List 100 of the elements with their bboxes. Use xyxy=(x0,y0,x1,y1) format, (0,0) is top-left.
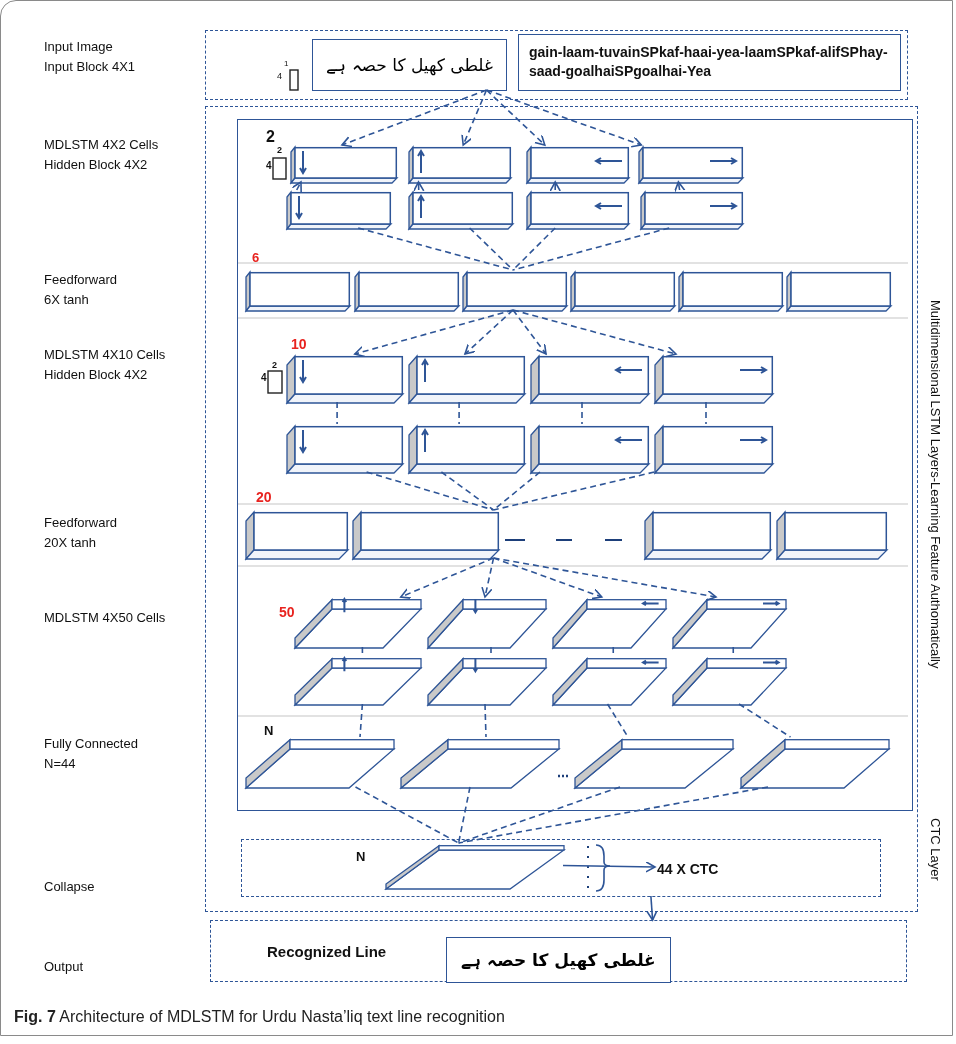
cuboid-drawing xyxy=(352,512,500,560)
slab-drawing xyxy=(740,739,890,789)
layer-frame xyxy=(237,119,913,811)
cuboid-drawing xyxy=(530,356,650,404)
layer-label: Hidden Block 4X2 xyxy=(44,158,148,173)
layer-size-number: 6 xyxy=(252,251,260,266)
dimension-number: 1 xyxy=(284,60,289,69)
arrow xyxy=(549,181,561,192)
cuboid-drawing xyxy=(654,426,774,474)
arrow xyxy=(485,89,643,148)
arrow xyxy=(354,309,514,358)
layer-label: Feedforward xyxy=(44,273,117,288)
arrow xyxy=(464,309,514,355)
connector-line xyxy=(336,401,338,425)
cuboid-drawing xyxy=(678,272,784,312)
arrow xyxy=(400,557,495,599)
arrow xyxy=(481,557,495,598)
connector-line xyxy=(457,786,471,844)
arrow xyxy=(646,895,658,921)
cuboid-drawing xyxy=(526,192,630,230)
slab-drawing xyxy=(672,658,787,706)
cuboid-drawing xyxy=(408,356,526,404)
cuboid-drawing xyxy=(408,147,512,184)
dimension-number: 2 xyxy=(277,146,282,156)
arrow xyxy=(492,557,603,600)
cuboid-drawing xyxy=(286,356,404,404)
slab-drawing xyxy=(427,658,547,706)
cuboid-drawing xyxy=(640,192,744,230)
connector-line xyxy=(738,703,792,738)
text-panel xyxy=(518,34,901,91)
arrow xyxy=(341,89,488,148)
cuboid-drawing xyxy=(570,272,676,312)
transliteration-text: gain-laam-tuvainSPkaf-haai-yea-laamSPkaf-alifSPhay-saad-goalhaiSPgoalhai-Yea xyxy=(529,43,889,81)
layer-label: 6X tanh xyxy=(44,293,89,308)
dashed-panel xyxy=(205,106,918,912)
connector-line xyxy=(705,401,707,425)
urdu-text: غلطی کھیل کا حصہ ہے xyxy=(325,55,494,75)
connector-line xyxy=(457,786,769,844)
connector-line xyxy=(354,786,460,844)
slab-drawing xyxy=(574,739,734,789)
layer-label: Input Block 4X1 xyxy=(44,60,136,75)
cuboid-drawing xyxy=(526,147,630,184)
layer-label: MDLSTM 4X2 Cells xyxy=(44,138,159,153)
cuboid-drawing xyxy=(638,147,744,184)
slab-drawing xyxy=(294,658,422,706)
connector-line xyxy=(365,471,495,511)
side-label: CTC Layer xyxy=(928,818,943,881)
output-size-text: 44 X CTC xyxy=(657,857,757,881)
cuboid-drawing xyxy=(408,426,526,474)
dashed-panel xyxy=(210,920,907,982)
connector-line xyxy=(492,471,656,511)
layer-label: Output xyxy=(44,960,84,975)
layer-label: N xyxy=(356,850,366,865)
arrow xyxy=(485,89,546,146)
layer-label: MDLSTM 4X10 Cells xyxy=(44,348,166,363)
arrow xyxy=(492,557,717,602)
connector-line xyxy=(512,227,670,271)
dimension-number: 4 xyxy=(261,372,267,383)
connector-line xyxy=(512,227,556,271)
cuboid-drawing xyxy=(462,272,568,312)
arrow xyxy=(412,181,425,192)
slab-drawing xyxy=(672,599,787,649)
arrow xyxy=(512,309,547,355)
layer-label: MDLSTM 4X50 Cells xyxy=(44,611,166,626)
layer-label: N xyxy=(264,724,274,739)
slab-drawing xyxy=(552,599,667,649)
cuboid-drawing xyxy=(290,147,398,184)
layer-size-number: 50 xyxy=(279,605,295,621)
layer-label: Collapse xyxy=(44,880,95,895)
slab-drawing xyxy=(385,845,565,890)
cuboid-drawing xyxy=(654,356,774,404)
text-panel xyxy=(446,937,671,983)
connector-line xyxy=(484,703,487,738)
connector-line xyxy=(357,227,514,271)
slab-drawing xyxy=(294,599,422,649)
connector-line xyxy=(359,703,364,738)
connector-line xyxy=(440,471,495,511)
dashed-panel xyxy=(241,839,881,897)
urdu-text: غلطی کھیل کا حصہ ہے xyxy=(460,950,657,970)
arrow xyxy=(512,309,677,358)
connector-line xyxy=(457,786,621,844)
layer-label: Fully Connected xyxy=(44,737,138,752)
layer-size-number: 20 xyxy=(256,490,272,506)
cuboid-drawing xyxy=(530,426,650,474)
connector-line xyxy=(581,401,583,425)
slab-drawing xyxy=(400,739,560,789)
arrow xyxy=(291,181,302,194)
layer-label: Feedforward xyxy=(44,516,117,531)
dimension-number: 4 xyxy=(277,72,282,82)
arrow xyxy=(674,181,686,193)
layer-label: Input Image xyxy=(44,40,113,55)
connector-line xyxy=(458,401,460,425)
cuboid-drawing xyxy=(245,512,349,560)
arrow xyxy=(562,861,656,873)
cuboid-drawing xyxy=(245,272,351,312)
side-label: Multidimensional LSTM Layers-Learning Feature Authomatically xyxy=(928,300,943,669)
cuboid-drawing xyxy=(786,272,892,312)
layer-label: N=44 xyxy=(44,757,76,772)
figure-caption: Fig. 7 Architecture of MDLSTM for Urdu Nasta’liq text line recognition xyxy=(14,1008,505,1026)
slab-drawing xyxy=(245,739,395,789)
